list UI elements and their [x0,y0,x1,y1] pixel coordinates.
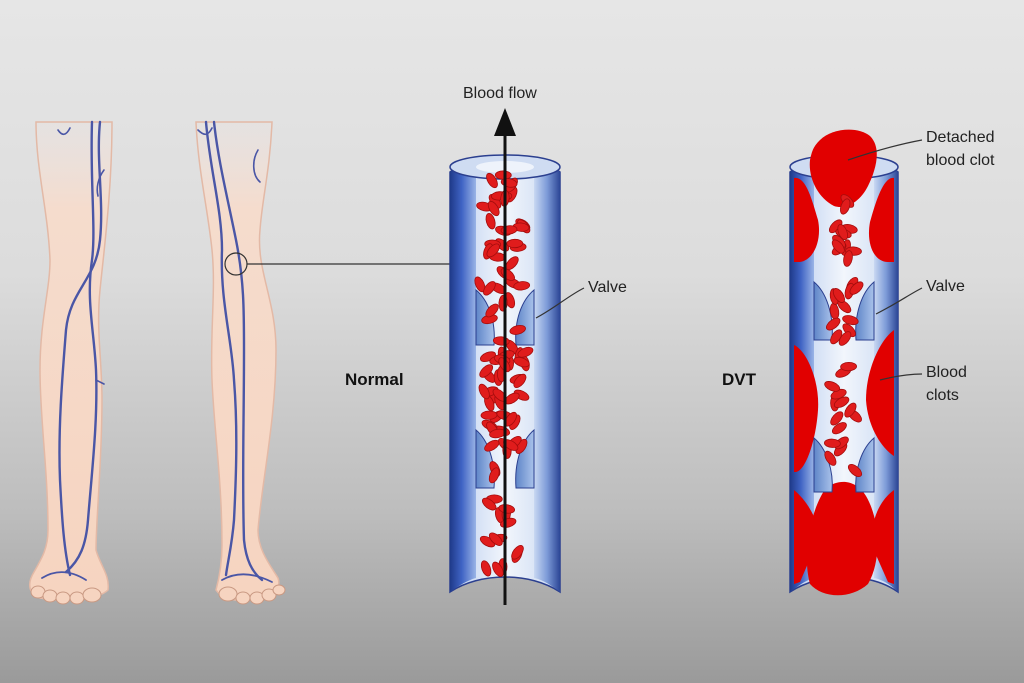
red-blood-cell [837,224,849,241]
lower-clot-mass [806,481,878,596]
red-blood-cell [831,239,845,254]
valve-dvt-label: Valve [926,278,965,295]
left-leg-toes [30,585,102,605]
red-blood-cell [478,383,490,400]
red-blood-cell [842,315,859,326]
red-blood-cell [832,288,845,303]
red-blood-cell [488,467,500,484]
detached-clot-label-line1: Detached [926,129,995,146]
blood-clots-leader [879,373,923,381]
red-blood-cell [509,324,526,335]
red-blood-cell [481,497,497,511]
red-blood-cell [831,422,847,435]
left-leg [28,120,113,605]
red-blood-cell [483,281,496,296]
red-blood-cell [840,361,857,372]
red-blood-cell [485,213,496,230]
red-blood-cell [849,281,864,295]
red-blood-cell [485,303,499,318]
normal-vessel-right-wall [534,158,560,592]
blood-clots-label-line2: clots [926,387,959,404]
red-blood-cell [494,170,512,180]
dvt-vessel [789,129,899,596]
blood-flow-label: Blood flow [463,85,537,102]
valve-normal-label: Valve [588,279,627,296]
red-blood-cell [486,243,500,258]
dvt-blood-clots [794,129,894,596]
red-blood-cell [513,373,527,388]
red-blood-cell [825,317,841,331]
blood-clots-label-line1: Blood [926,364,967,381]
detached-clot-label-line2: blood clot [926,152,995,169]
right-leg [195,120,286,605]
red-blood-cell [824,450,837,466]
red-blood-cell [492,561,504,577]
red-blood-cell [486,172,498,189]
red-blood-cell [484,439,500,452]
red-blood-cell [506,238,524,249]
left-leg-veins [41,120,105,581]
valve-dvt-leader [875,287,923,315]
red-blood-cell [513,356,530,368]
red-blood-cell [511,545,524,560]
red-blood-cell [517,346,534,358]
red-blood-cell [843,250,853,267]
red-blood-cell [824,381,841,392]
red-blood-cell [480,560,492,577]
red-blood-cell [513,281,531,291]
red-blood-cell [830,411,844,426]
right-leg-skin [195,121,280,602]
detached-blood-clot [809,129,877,208]
detached-clot-leader [847,139,923,161]
red-blood-cell [480,410,498,420]
red-blood-cell [830,329,843,345]
normal-vessel-left-wall [450,158,476,592]
normal-label: Normal [345,370,404,389]
red-blood-cell [488,532,503,546]
red-blood-cell [487,200,500,217]
dvt-label: DVT [722,370,756,389]
red-blood-cell [839,198,851,215]
red-blood-cell [824,438,841,448]
valve-normal-leader [535,287,585,319]
blood-flow-arrow [494,108,516,605]
red-blood-cell [847,463,863,478]
right-leg-veins [197,120,273,583]
dvt-blood-cells [824,194,864,478]
red-blood-cell [844,402,857,418]
right-leg-toes [218,584,286,605]
normal-vessel [449,108,561,605]
leader-lines [535,139,923,381]
red-blood-cell [479,364,494,378]
